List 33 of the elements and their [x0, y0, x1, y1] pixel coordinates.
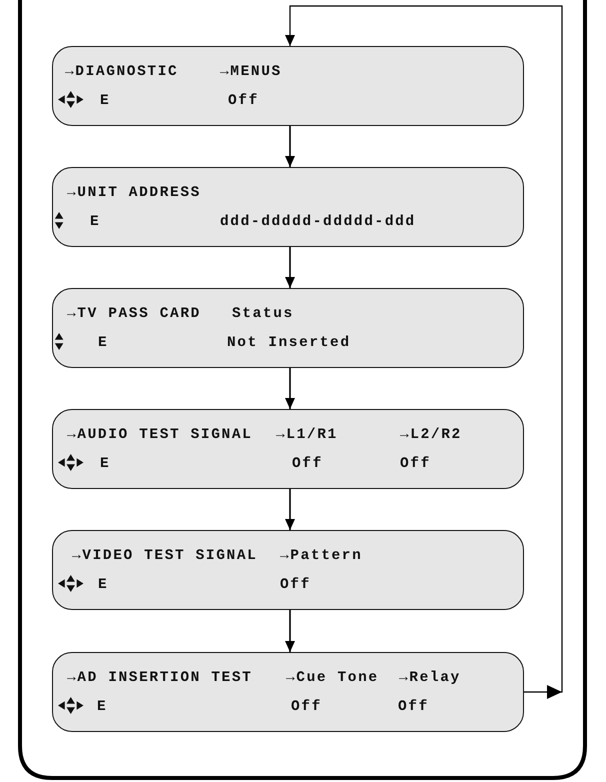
setting-value: E	[97, 698, 108, 716]
setting-value: Off	[280, 576, 311, 594]
menu-label: →MENUS	[220, 63, 282, 81]
menu-label: Status	[232, 305, 294, 323]
menu-label: →VIDEO TEST SIGNAL	[72, 547, 258, 565]
setting-value: Not Inserted	[227, 334, 351, 352]
menu-screen-box	[52, 167, 524, 247]
setting-value: E	[98, 334, 108, 352]
setting-value: E	[100, 455, 110, 473]
menu-label: →Relay	[399, 669, 461, 687]
setting-value: E	[90, 213, 100, 231]
menu-screen-box	[52, 652, 524, 732]
menu-screen-box	[52, 46, 524, 126]
menu-label: →AUDIO TEST SIGNAL	[67, 426, 252, 444]
setting-value: E	[100, 92, 110, 110]
menu-label: →TV PASS CARD	[67, 305, 201, 323]
setting-value: E	[98, 576, 108, 594]
menu-label: →L2/R2	[400, 426, 462, 444]
menu-screen-box	[52, 530, 524, 610]
menu-label: →Pattern	[280, 547, 362, 565]
setting-value: Off	[292, 455, 323, 473]
menu-screen-box	[52, 409, 524, 489]
menu-label: →DIAGNOSTIC	[65, 63, 178, 81]
setting-value: Off	[228, 92, 259, 110]
menu-label: →Cue Tone	[286, 669, 379, 687]
setting-value: Off	[291, 698, 322, 716]
menu-screen-box	[52, 288, 524, 368]
setting-value: Off	[398, 698, 429, 716]
menu-label: →UNIT ADDRESS	[67, 184, 201, 202]
setting-value: ddd-ddddd-ddddd-ddd	[220, 213, 416, 231]
setting-value: Off	[400, 455, 431, 473]
menu-label: →L1/R1	[276, 426, 338, 444]
menu-label: →AD INSERTION TEST	[67, 669, 252, 687]
